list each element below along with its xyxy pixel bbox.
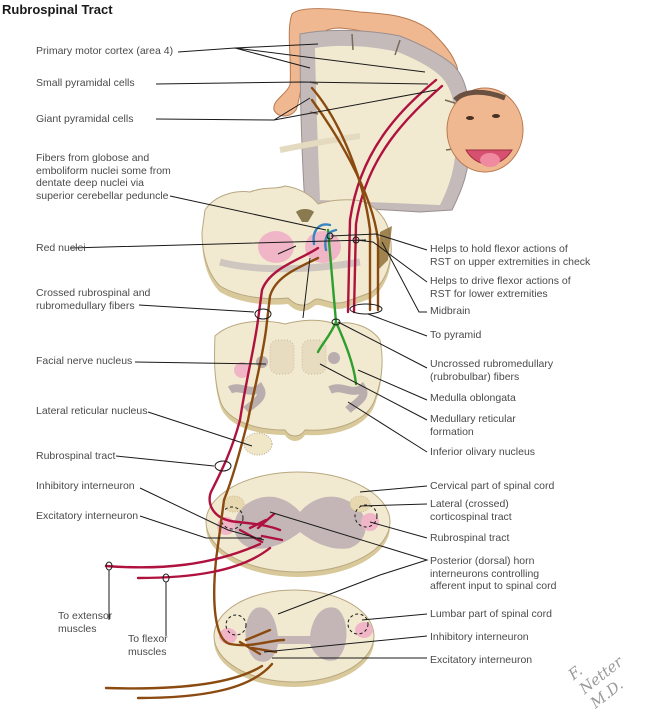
label-to-flexor-muscles: To flexor muscles [128,633,168,658]
label-medullary-reticular-formation: Medullary reticular formation [430,413,516,438]
cortex-section [273,8,524,213]
label-line: muscles [58,622,97,635]
label-line: afferent input to spinal cord [430,580,557,592]
label-line: formation [430,425,474,438]
lumbar-corticospinal-right [347,613,369,635]
lumbar-output-2 [136,662,274,700]
label-line: To extensor [58,610,113,622]
label-line: emboliform nuclei some from [36,164,171,177]
cortex-white-matter [315,45,456,206]
label-hold-flexor-actions: Helps to hold flexor actions of RST on u… [430,243,590,268]
label-line: dentate deep nuclei via [36,177,144,189]
red-nucleus-left [258,231,294,263]
label-line: superior cerebellar peduncle [36,189,169,202]
label-line: Fibers from globose and [36,152,150,164]
label-line: (rubrobulbar) fibers [430,370,520,383]
label-line: Crossed rubrospinal and [36,287,151,299]
label-uncrossed-fibers: Uncrossed rubromedullary (rubrobulbar) f… [430,358,553,383]
label-to-extensor-muscles: To extensor muscles [58,610,112,635]
label-line: interneurons controlling [430,567,540,580]
lumbar-corticospinal-left [225,614,247,636]
figure-title: Rubrospinal Tract [2,2,113,17]
rubrospinal-tract-red [208,246,320,532]
lumbar-cord-section [213,589,375,687]
facial-nucleus-right [328,352,340,364]
cervical-cord-section [205,471,391,577]
label-small-pyramidal-cells: Small pyramidal cells [36,77,135,89]
lateral-reticular-nucleus [243,432,273,456]
cortico-rubral-fiber-1 [310,86,372,312]
label-crossed-fibers: Crossed rubrospinal and rubromedullary f… [36,287,150,312]
label-cervical-spinal-cord: Cervical part of spinal cord [430,480,555,492]
label-inhibitory-interneuron-right: Inhibitory interneuron [430,631,529,643]
fiber-bundle-markers [105,232,383,583]
label-posterior-horn-interneurons: Posterior (dorsal) horn interneurons con… [430,555,556,593]
label-to-pyramid: To pyramid [430,329,482,341]
label-rubrospinal-tract-right: Rubrospinal tract [430,532,510,544]
label-excitatory-interneuron-right: Excitatory interneuron [430,654,533,666]
label-primary-motor-cortex: Primary motor cortex (area 4) [36,45,174,57]
label-lateral-reticular-nucleus: Lateral reticular nucleus [36,405,148,417]
medulla-section [214,319,383,441]
to-extensor-fiber [104,542,262,569]
label-line: Uncrossed rubromedullary [430,358,554,370]
lumbar-output-1 [104,664,264,690]
label-excitatory-interneuron-left: Excitatory interneuron [36,510,139,522]
rubrobulbar-fiber [316,228,358,386]
label-cerebellar-fibers: Fibers from globose and emboliform nucle… [36,152,171,202]
label-inferior-olivary-nucleus: Inferior olivary nucleus [430,446,536,458]
label-red-nuclei: Red nuclei [36,242,86,254]
corticospinal-fiber-2 [352,84,444,314]
rubrospinal-tract-brown [213,256,320,647]
cerebellar-afferent-2 [324,228,338,252]
label-line: To flexor [128,633,168,645]
label-rubrospinal-tract-left: Rubrospinal tract [36,450,116,462]
label-line: Helps to drive flexor actions of [430,275,571,287]
label-line: RST on upper extremities in check [430,255,591,268]
cervical-corticospinal-right [354,504,378,528]
leader-lines [69,43,437,659]
label-medulla-oblongata: Medulla oblongata [430,392,516,404]
label-lumbar-spinal-cord: Lumbar part of spinal cord [430,608,552,620]
label-line: Posterior (dorsal) horn [430,555,535,567]
to-flexor-fiber [136,546,272,580]
label-midbrain: Midbrain [430,305,471,317]
label-giant-pyramidal-cells: Giant pyramidal cells [36,113,134,125]
midbrain-section [201,185,392,312]
label-lateral-corticospinal-tract: Lateral (crossed) corticospinal tract [430,498,512,523]
fiber-pathways [104,78,444,700]
label-line: muscles [128,645,167,658]
label-line: corticospinal tract [430,510,512,523]
cortico-rubral-fiber-2 [310,98,380,312]
label-line: Lateral (crossed) [430,498,509,510]
label-line: Medullary reticular [430,413,516,425]
label-line: Helps to hold flexor actions of [430,243,568,255]
label-inhibitory-interneuron-left: Inhibitory interneuron [36,480,135,492]
label-line: rubromedullary fibers [36,299,135,312]
homunculus-face [446,87,524,173]
label-line: RST for lower extremities [430,287,548,300]
label-drive-flexor-actions: Helps to drive flexor actions of RST for… [430,275,571,300]
label-facial-nerve-nucleus: Facial nerve nucleus [36,355,133,367]
